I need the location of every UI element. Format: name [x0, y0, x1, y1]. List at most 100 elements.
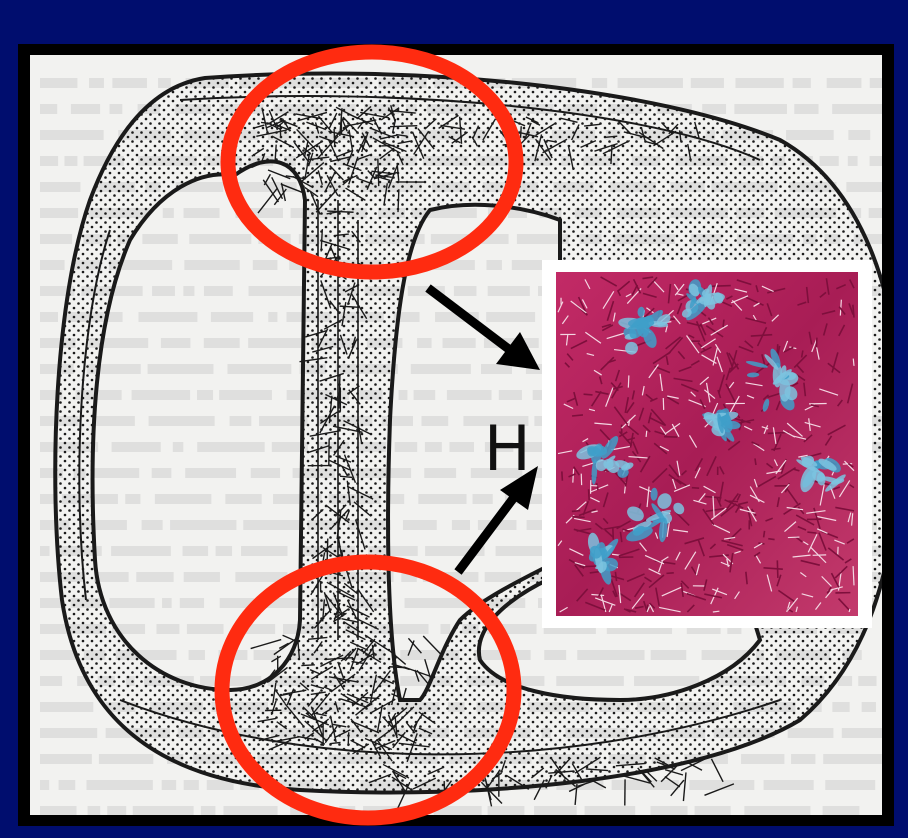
muscle-fiber	[755, 458, 756, 465]
faded-text-fragment	[417, 338, 431, 348]
faded-text-fragment	[249, 286, 306, 296]
faded-text-fragment	[225, 494, 261, 504]
faded-text-fragment	[399, 390, 408, 400]
faded-text-fragment	[230, 416, 252, 426]
fibrosis-strand	[301, 665, 314, 666]
faded-text-fragment	[148, 364, 214, 374]
faded-text-fragment	[869, 208, 906, 218]
faded-text-fragment	[40, 806, 76, 816]
faded-text-fragment	[89, 78, 104, 88]
muscle-fiber	[666, 573, 673, 574]
faded-text-fragment	[734, 104, 787, 114]
fibrosis-strand	[378, 159, 379, 186]
faded-text-fragment	[40, 130, 104, 140]
muscle-fiber	[572, 517, 584, 518]
faded-text-fragment	[162, 780, 176, 790]
faded-text-fragment	[219, 390, 272, 400]
faded-text-fragment	[425, 442, 442, 452]
faded-text-fragment	[634, 676, 699, 686]
muscle-fiber	[572, 511, 580, 512]
muscle-fiber	[849, 609, 850, 612]
faded-text-fragment	[223, 806, 277, 816]
faded-text-fragment	[163, 208, 174, 218]
faded-text-fragment	[184, 208, 220, 218]
faded-text-fragment	[651, 650, 687, 660]
faded-text-fragment	[88, 806, 101, 816]
faded-text-fragment	[40, 104, 57, 114]
faded-text-fragment	[107, 806, 126, 816]
faded-text-fragment	[488, 286, 530, 296]
faded-text-fragment	[125, 494, 140, 504]
fibrosis-strand	[348, 732, 349, 746]
faded-text-fragment	[204, 338, 240, 348]
faded-text-fragment	[173, 442, 184, 452]
faded-text-fragment	[40, 702, 93, 712]
faded-text-fragment	[241, 546, 288, 556]
faded-text-fragment	[691, 78, 724, 88]
faded-text-fragment	[858, 676, 876, 686]
faded-text-fragment	[133, 806, 194, 816]
faded-text-fragment	[793, 78, 811, 88]
faded-text-fragment	[268, 312, 277, 322]
histology-inset	[542, 260, 872, 628]
faded-text-fragment	[189, 650, 205, 660]
faded-text-fragment	[184, 572, 220, 582]
faded-text-fragment	[112, 78, 147, 88]
faded-text-fragment	[201, 806, 216, 816]
faded-text-fragment	[452, 520, 470, 530]
faded-text-fragment	[870, 156, 904, 166]
faded-text-fragment	[40, 260, 65, 270]
faded-text-fragment	[424, 468, 456, 478]
faded-text-fragment	[741, 754, 784, 764]
faded-text-fragment	[170, 520, 236, 530]
faded-text-fragment	[253, 260, 278, 270]
faded-text-fragment	[449, 442, 474, 452]
faded-text-fragment	[791, 754, 815, 764]
faded-text-fragment	[870, 78, 908, 88]
faded-text-fragment	[592, 78, 607, 88]
faded-text-fragment	[788, 728, 834, 738]
faded-text-fragment	[40, 754, 92, 764]
faded-text-fragment	[40, 78, 77, 88]
faded-text-fragment	[823, 806, 860, 816]
muscle-fiber	[572, 415, 583, 416]
faded-text-fragment	[848, 130, 870, 140]
fibrosis-strand	[521, 126, 522, 138]
faded-text-fragment	[158, 78, 171, 88]
faded-text-fragment	[744, 806, 810, 816]
faded-text-fragment	[40, 156, 58, 166]
faded-text-fragment	[534, 806, 577, 816]
faded-text-fragment	[441, 624, 451, 634]
muscle-fiber	[584, 394, 593, 395]
faded-text-fragment	[403, 520, 437, 530]
faded-text-fragment	[64, 156, 77, 166]
faded-text-fragment	[414, 390, 436, 400]
muscle-fiber	[853, 305, 854, 318]
muscle-fiber	[807, 532, 816, 533]
faded-text-fragment	[832, 104, 892, 114]
faded-text-fragment	[40, 780, 49, 790]
faded-text-fragment	[197, 390, 213, 400]
faded-text-fragment	[161, 338, 190, 348]
faded-text-fragment	[825, 780, 875, 790]
faded-text-fragment	[110, 104, 123, 114]
fibrosis-strand	[334, 129, 335, 145]
section-label: H	[484, 418, 531, 480]
muscle-fiber	[711, 286, 731, 287]
faded-text-fragment	[59, 780, 76, 790]
faded-text-fragment	[86, 780, 152, 790]
faded-text-fragment	[136, 572, 173, 582]
faded-text-fragment	[40, 598, 62, 608]
faded-text-fragment	[473, 494, 493, 504]
faded-text-fragment	[418, 494, 466, 504]
faded-text-fragment	[650, 806, 687, 816]
faded-text-fragment	[411, 364, 471, 374]
faded-text-fragment	[577, 650, 644, 660]
faded-text-fragment	[488, 806, 525, 816]
faded-text-fragment	[112, 442, 161, 452]
faded-text-fragment	[149, 416, 215, 426]
faded-text-fragment	[485, 572, 521, 582]
faded-text-fragment	[71, 104, 100, 114]
faded-text-fragment	[243, 520, 301, 530]
